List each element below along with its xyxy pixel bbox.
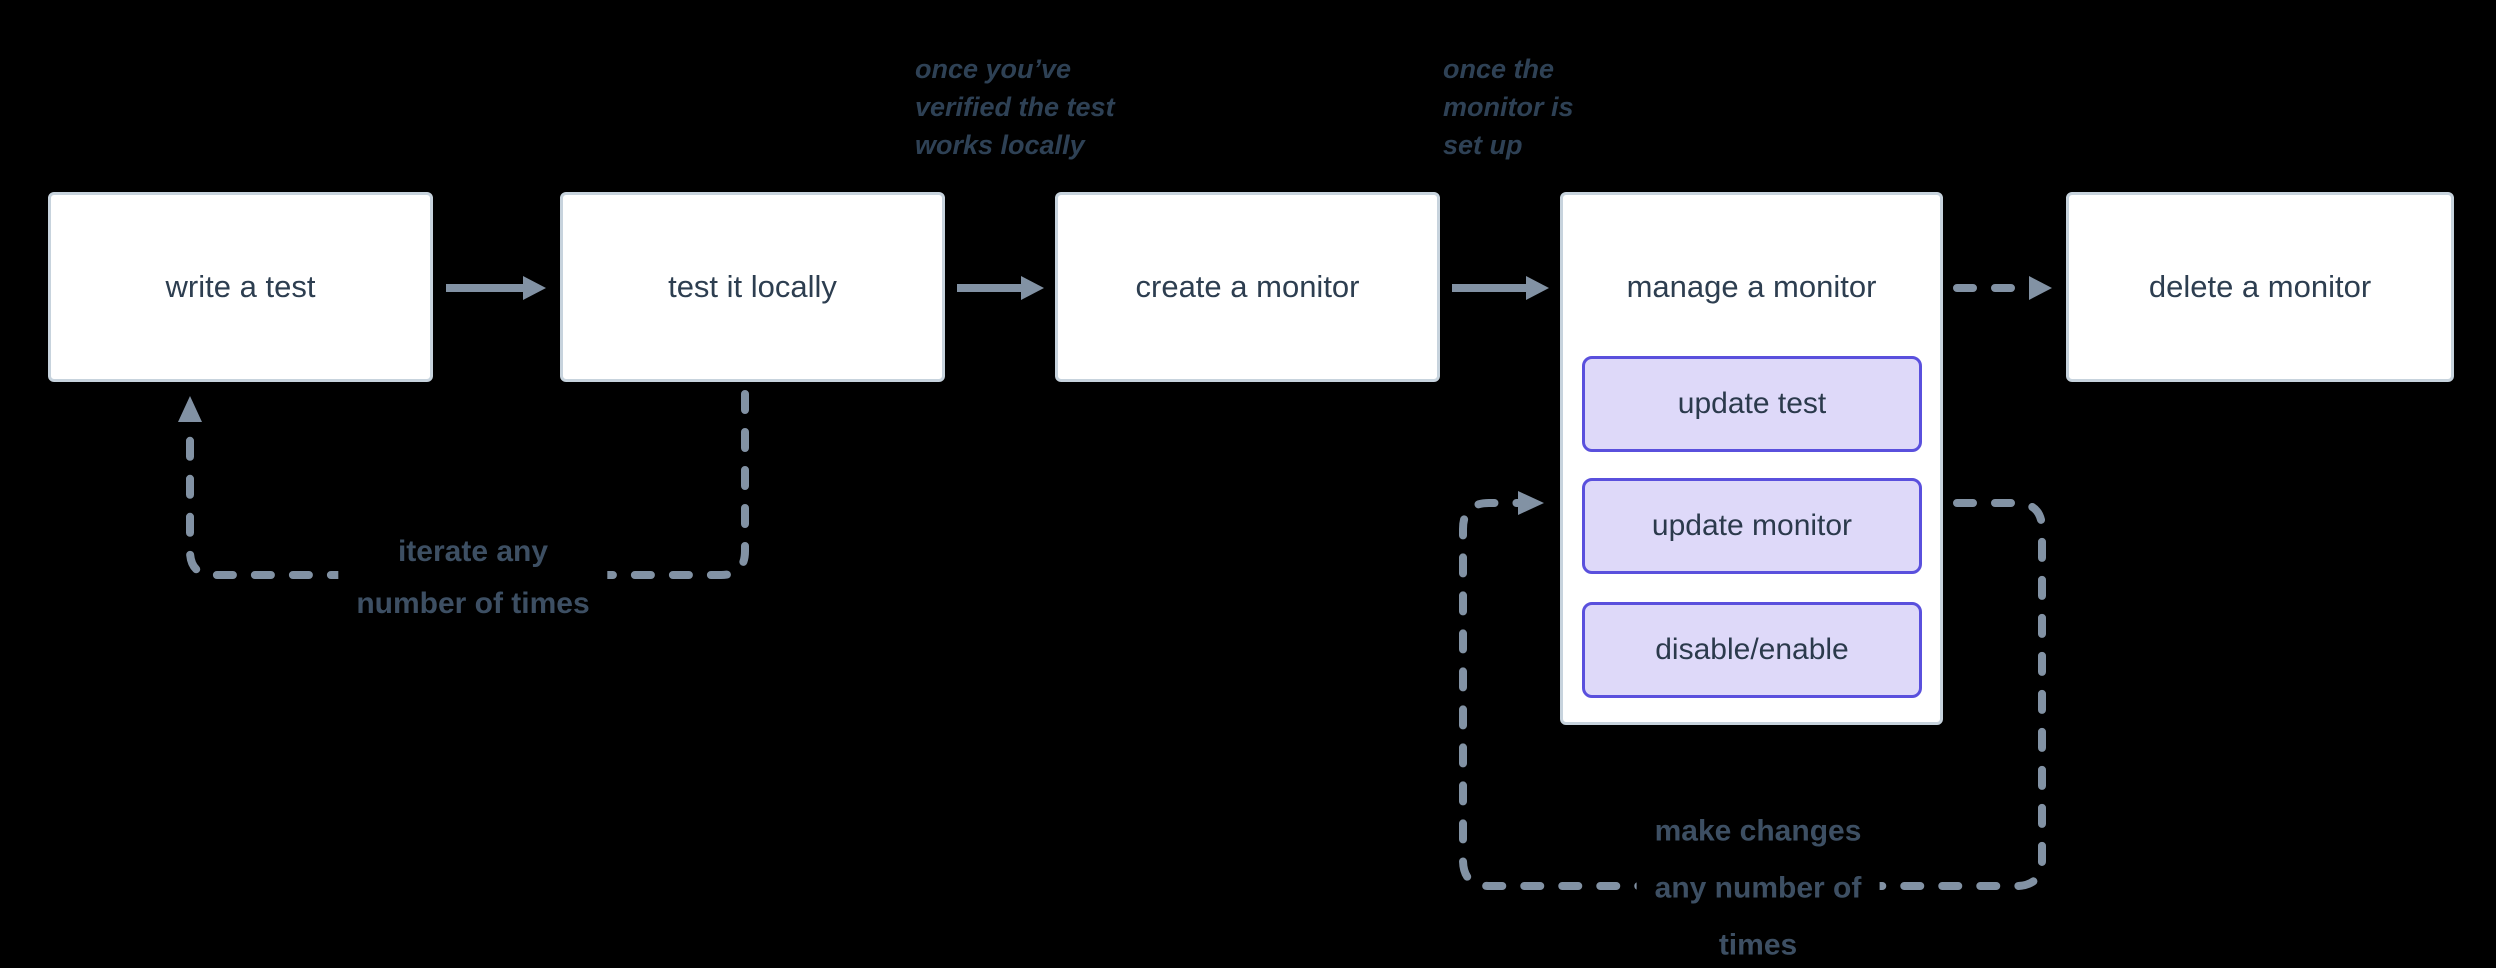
loop-make-changes-label-line-1: make changes bbox=[1654, 814, 1862, 848]
annotation-verified-line-3: works locally bbox=[915, 130, 1085, 160]
loop-iterate-arrowhead bbox=[178, 396, 202, 422]
arrowhead-write-to-test bbox=[523, 276, 546, 300]
subnode-disable-enable-label: disable/enable bbox=[1655, 633, 1849, 666]
loop-iterate-label-line-1: iterate any bbox=[397, 535, 549, 568]
node-delete-monitor-label: delete a monitor bbox=[2148, 269, 2372, 304]
node-delete-monitor: delete a monitor bbox=[2066, 192, 2454, 382]
node-test-locally-label: test it locally bbox=[668, 269, 837, 304]
node-write-test: write a test bbox=[48, 192, 433, 382]
annotation-verified-locally: once you’ve verified the test works loca… bbox=[915, 50, 1115, 164]
node-manage-monitor: manage a monitor update test update moni… bbox=[1560, 192, 1943, 725]
arrowhead-create-to-manage bbox=[1526, 276, 1549, 300]
loop-make-changes-label: make changes any number of times bbox=[1636, 802, 1880, 968]
annotation-setup-line-2: monitor is bbox=[1443, 92, 1574, 122]
subnode-update-monitor: update monitor bbox=[1582, 478, 1922, 574]
loop-make-changes-label-line-2: any number of bbox=[1654, 871, 1862, 905]
annotation-monitor-set-up: once the monitor is set up bbox=[1443, 50, 1574, 164]
arrowhead-manage-to-delete bbox=[2029, 276, 2052, 300]
loop-iterate-label-line-2: number of times bbox=[356, 587, 590, 620]
node-write-test-label: write a test bbox=[165, 269, 316, 304]
annotation-setup-line-3: set up bbox=[1443, 130, 1523, 160]
subnode-update-monitor-label: update monitor bbox=[1651, 509, 1853, 542]
subnode-disable-enable: disable/enable bbox=[1582, 602, 1922, 698]
loop-make-changes-label-line-3: times bbox=[1718, 928, 1798, 962]
loop-iterate-path bbox=[186, 390, 749, 579]
annotation-setup-line-1: once the bbox=[1443, 54, 1555, 84]
annotation-verified-line-2: verified the test bbox=[915, 92, 1115, 122]
annotation-verified-line-1: once you’ve bbox=[915, 54, 1072, 84]
loop-iterate-label: iterate any number of times bbox=[338, 526, 608, 630]
node-test-locally: test it locally bbox=[560, 192, 945, 382]
loop-make-changes-arrowhead bbox=[1518, 491, 1544, 515]
subnode-update-test: update test bbox=[1582, 356, 1922, 452]
node-manage-monitor-label: manage a monitor bbox=[1626, 269, 1877, 304]
subnode-update-test-label: update test bbox=[1677, 387, 1827, 420]
arrowhead-test-to-create bbox=[1021, 276, 1044, 300]
node-create-monitor-label: create a monitor bbox=[1135, 269, 1360, 304]
node-create-monitor: create a monitor bbox=[1055, 192, 1440, 382]
